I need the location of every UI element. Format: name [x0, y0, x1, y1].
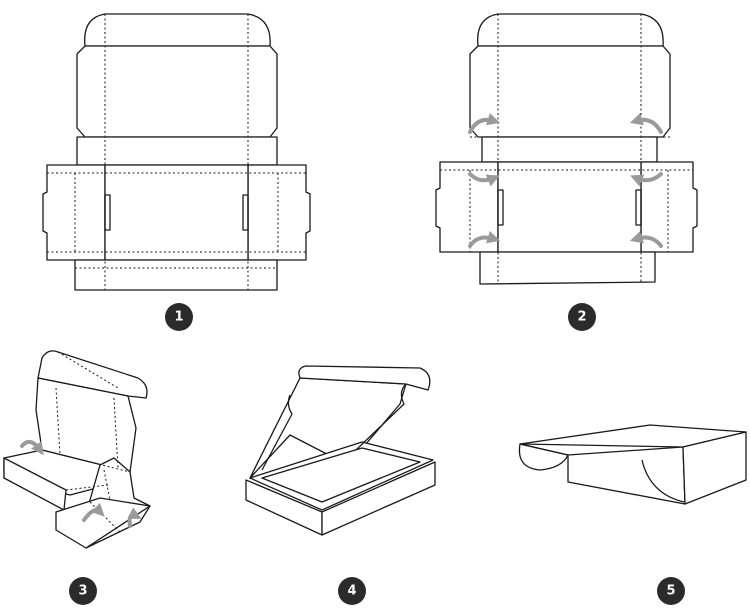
box-side-wall — [682, 431, 747, 505]
fold-arrow-icon — [468, 230, 501, 248]
step-number-badge: 4 — [338, 577, 366, 605]
lid-panel — [469, 45, 671, 138]
fold-arrow-icon — [629, 230, 663, 248]
step-number-badge: 2 — [568, 303, 596, 331]
fold-arrow-icon — [468, 172, 500, 187]
tray-inner-rim — [261, 447, 421, 503]
lid-front-strip — [76, 136, 278, 166]
step-number: 5 — [666, 584, 675, 599]
dust-flap-top — [37, 350, 148, 399]
fold-line — [55, 387, 61, 456]
side-flap-right — [355, 383, 407, 451]
front-wall-panel — [74, 259, 278, 291]
lid-front-strip — [481, 136, 658, 163]
step-number: 3 — [78, 584, 87, 599]
tuck-flap-curve — [641, 459, 685, 503]
step-number: 2 — [577, 310, 586, 325]
side-flap-left — [261, 394, 293, 471]
fold-arrow-icon — [20, 439, 44, 456]
step-1-flat-blank — [42, 13, 311, 291]
fold-line — [41, 449, 131, 473]
step-number-badge: 1 — [165, 303, 193, 331]
fold-line — [103, 469, 111, 501]
fold-arrow-icon — [82, 502, 105, 522]
base-panel — [104, 164, 249, 261]
side-wing-left — [42, 164, 106, 261]
tray-right-wall — [321, 461, 436, 536]
dust-flap-top — [84, 13, 271, 47]
step-2-flat-blank — [435, 13, 698, 285]
tray-floor — [249, 441, 434, 511]
dust-flap-top — [477, 13, 664, 47]
fold-arrow-icon — [630, 172, 663, 187]
lid-panel — [76, 45, 278, 138]
dust-flap-top — [298, 365, 431, 391]
front-flap — [55, 497, 151, 549]
step-4-lid-open — [245, 365, 436, 536]
side-tuck-flap — [518, 443, 569, 471]
step-number: 4 — [347, 584, 356, 599]
edge-line — [519, 443, 569, 456]
step-5-closed-box — [518, 424, 747, 505]
step-number-badge: 3 — [69, 577, 97, 605]
fold-arrow-icon — [127, 507, 142, 528]
fold-arrow-icon — [629, 112, 663, 134]
fold-arrow-icon — [468, 112, 501, 134]
base-panel — [497, 161, 642, 253]
front-wall-panel — [479, 251, 656, 285]
side-wing-right — [640, 161, 698, 253]
side-wing-right — [247, 164, 311, 261]
step-3-partially-folded — [3, 350, 151, 549]
step-number: 1 — [174, 310, 183, 325]
step-number-badge: 5 — [657, 577, 685, 605]
fold-line — [37, 377, 129, 397]
